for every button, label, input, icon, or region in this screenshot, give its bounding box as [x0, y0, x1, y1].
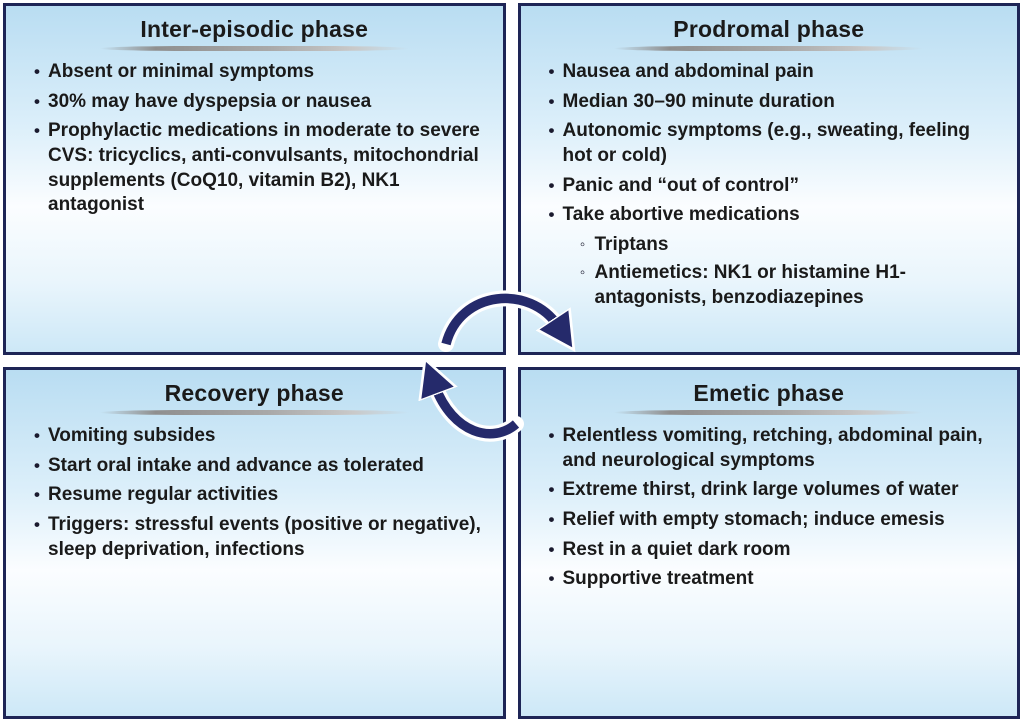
bullet-item: • Resume regular activities [26, 483, 487, 508]
bullet-item: • Median 30–90 minute duration [541, 90, 1002, 115]
bullet-item: • Vomiting subsides [26, 424, 487, 449]
bullet-dot-icon: • [548, 205, 555, 225]
bullet-dot-icon: • [34, 62, 40, 81]
bullet-dot-icon: • [34, 426, 40, 445]
title-underline-rule [99, 46, 409, 51]
bullet-text: Start oral intake and advance as tolerat… [48, 454, 424, 476]
bullet-text: Relentless vomiting, retching, abdominal… [562, 425, 983, 471]
bullet-text: Resume regular activities [48, 484, 279, 506]
bullet-circle-icon: ◦ [579, 263, 586, 281]
bullet-text: Take abortive medications [562, 204, 800, 226]
bullet-item: • Rest in a quiet dark room [541, 538, 1002, 563]
bullet-item: • Supportive treatment [541, 567, 1002, 592]
bullet-item: • Panic and “out of control” [541, 174, 1002, 199]
bullet-item: • Triggers: stressful events (positive or… [26, 513, 487, 562]
title-underline-rule [99, 410, 409, 415]
bullet-text: Median 30–90 minute duration [562, 90, 835, 112]
bullet-dot-icon: • [34, 485, 40, 505]
bullet-item: • Extreme thirst, drink large volumes of … [541, 478, 1002, 503]
panel-prodromal: Prodromal phase • Nausea and abdominal pa… [517, 3, 1020, 355]
panel-title-emetic: Emetic phase [693, 380, 845, 406]
bullet-text: Vomiting subsides [48, 425, 216, 446]
bullet-item: • Take abortive medications [541, 203, 1002, 228]
bullet-dot-icon: • [548, 569, 555, 589]
bullet-item: ◦ Triptans [571, 233, 1002, 258]
bullet-dot-icon: • [34, 121, 40, 141]
bullet-text: Nausea and abdominal pain [562, 61, 814, 82]
title-underline-rule [614, 410, 924, 415]
bullet-item: • Start oral intake and advance as tolera… [26, 454, 487, 479]
bullet-text: Extreme thirst, drink large volumes of w… [562, 479, 959, 501]
bullet-dot-icon: • [548, 510, 555, 530]
bullet-item: • 30% may have dyspepsia or nausea [26, 90, 487, 115]
bullet-text: Triptans [594, 234, 669, 256]
bullet-dot-icon: • [548, 426, 555, 445]
title-underline-rule [614, 46, 924, 51]
bullet-text: Rest in a quiet dark room [562, 538, 791, 560]
bullet-dot-icon: • [548, 62, 555, 81]
bullet-item: • Relief with empty stomach; induce emesi… [541, 508, 1002, 533]
bullet-text: Autonomic symptoms (e.g., sweating, feel… [562, 120, 971, 167]
bullet-dot-icon: • [548, 91, 555, 111]
bullet-item: • Relentless vomiting, retching, abdomina… [541, 424, 1002, 473]
bullet-list-recovery: • Vomiting subsides • Start oral intake and… [20, 424, 489, 562]
bullet-text: Antiemetics: NK1 or histamine H1-antagon… [594, 261, 906, 308]
bullet-text: Absent or minimal symptoms [48, 61, 315, 82]
panel-emetic: Emetic phase • Relentless vomiting, retch… [517, 367, 1020, 719]
bullet-item: • Absent or minimal symptoms [26, 60, 487, 85]
bullet-item: • Nausea and abdominal pain [541, 60, 1002, 85]
bullet-text: Supportive treatment [562, 568, 754, 590]
panel-recovery: Recovery phase • Vomiting subsides • Start … [3, 367, 506, 719]
bullet-text: Triggers: stressful events (positive or … [48, 514, 481, 560]
bullet-text: Panic and “out of control” [562, 174, 799, 196]
bullet-dot-icon: • [548, 480, 555, 500]
bullet-dot-icon: • [34, 455, 40, 475]
bullet-text: Prophylactic medications in moderate to … [48, 120, 480, 216]
bullet-text: 30% may have dyspepsia or nausea [48, 90, 372, 112]
panel-title-prodromal: Prodromal phase [673, 16, 865, 42]
bullet-list-prodromal: • Nausea and abdominal pain • Median 30–90 … [535, 60, 1004, 310]
bullet-circle-icon: ◦ [579, 236, 586, 254]
bullet-list-emetic: • Relentless vomiting, retching, abdomina… [535, 424, 1004, 592]
bullet-text: Relief with empty stomach; induce emesis [562, 509, 945, 531]
bullet-dot-icon: • [34, 91, 40, 111]
bullet-dot-icon: • [548, 121, 555, 141]
bullet-item: • Prophylactic medications in moderate to… [26, 119, 487, 218]
bullet-dot-icon: • [34, 515, 40, 535]
bullet-dot-icon: • [548, 175, 555, 195]
bullet-item: ◦ Antiemetics: NK1 or histamine H1-antago… [571, 261, 1002, 310]
panel-title-inter-episodic: Inter-episodic phase [140, 16, 369, 42]
bullet-list-inter-episodic: • Absent or minimal symptoms • 30% may have… [20, 60, 489, 218]
panel-title-recovery: Recovery phase [164, 380, 344, 406]
bullet-dot-icon: • [548, 539, 555, 559]
bullet-item: • Autonomic symptoms (e.g., sweating, fee… [541, 119, 1002, 168]
panel-inter-episodic: Inter-episodic phase • Absent or minimal … [3, 3, 506, 355]
